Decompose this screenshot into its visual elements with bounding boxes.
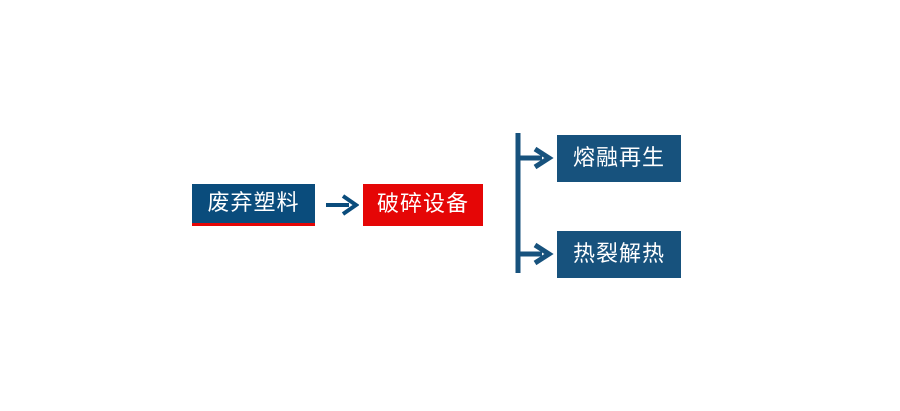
node-process-crushing-equipment[interactable]: 破碎设备: [363, 184, 483, 226]
branch-connector-icon: [508, 128, 560, 278]
node-input-waste-plastic[interactable]: 废弃塑料: [192, 184, 315, 226]
node-process-label: 破碎设备: [376, 192, 469, 217]
node-output-bottom-label: 热裂解热: [572, 241, 665, 267]
node-output-top-label: 熔融再生: [572, 145, 665, 171]
node-input-label: 废弃塑料: [207, 190, 300, 216]
node-output-melt-regeneration[interactable]: 熔融再生: [557, 135, 681, 182]
arrow-input-to-process-icon: [325, 192, 360, 218]
node-output-pyrolysis-heat[interactable]: 热裂解热: [557, 231, 681, 278]
